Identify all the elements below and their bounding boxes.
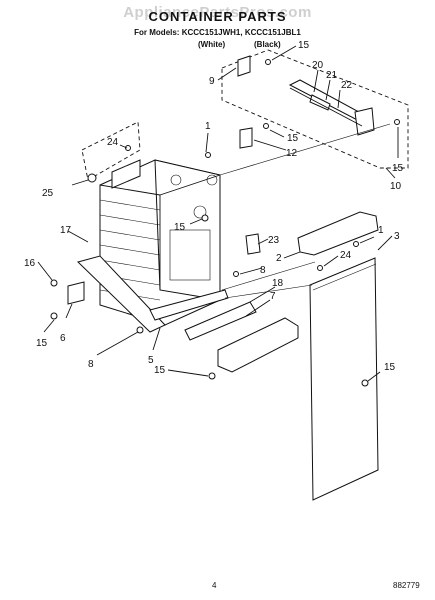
callout-label: 9 xyxy=(209,76,215,87)
lower-handle xyxy=(217,317,299,373)
callout-label: 1 xyxy=(378,225,384,236)
leader-lines xyxy=(37,45,399,382)
callout-label: 3 xyxy=(394,231,400,242)
callout-label: 17 xyxy=(60,225,72,236)
callout-label: 5 xyxy=(148,355,154,366)
callout-label: 15 xyxy=(174,222,186,233)
callout-label: 1 xyxy=(205,121,211,132)
door-handle-top xyxy=(297,211,379,256)
callout-label: 8 xyxy=(260,265,266,276)
callout-label: 15 xyxy=(298,40,310,51)
screws xyxy=(50,59,400,387)
callout-label: 25 xyxy=(42,188,54,199)
variant-black: (Black) xyxy=(254,40,281,49)
callout-label: 21 xyxy=(326,70,338,81)
inset-tank xyxy=(111,159,141,189)
bracket-12 xyxy=(239,127,253,149)
document-number: 882779 xyxy=(393,581,420,590)
block-6 xyxy=(67,281,85,305)
callout-label: 24 xyxy=(340,250,352,261)
callout-label: 15 xyxy=(287,133,299,144)
callout-label: 15 xyxy=(384,362,396,373)
callout-label: 15 xyxy=(392,163,404,174)
callout-label: 22 xyxy=(341,80,353,91)
callout-label: 7 xyxy=(270,291,276,302)
hinge-bracket-assembly xyxy=(237,55,375,136)
callout-label: 18 xyxy=(272,278,284,289)
callout-label: 6 xyxy=(60,333,66,344)
callout-label: 24 xyxy=(107,137,119,148)
callout-label: 15 xyxy=(154,365,166,376)
detail-box-top-right xyxy=(221,49,409,169)
door-panel xyxy=(309,257,379,501)
models-line: For Models: KCCC151JWH1, KCCC151JBL1 xyxy=(134,28,301,37)
callout-label: 8 xyxy=(88,359,94,370)
diagram-title: CONTAINER PARTS xyxy=(148,9,287,24)
lower-trim xyxy=(184,301,257,341)
callout-label: 2 xyxy=(276,253,282,264)
container-frame xyxy=(77,159,229,333)
callout-label: 23 xyxy=(268,235,280,246)
latch-23 xyxy=(245,233,261,255)
variant-white: (White) xyxy=(198,40,226,49)
callout-label: 10 xyxy=(390,181,402,192)
callout-label: 12 xyxy=(286,148,298,159)
page-number: 4 xyxy=(212,581,217,590)
watermark: AppliancePartsPros.com xyxy=(123,4,312,21)
callout-label: 16 xyxy=(24,258,36,269)
callout-label: 15 xyxy=(36,338,48,349)
callout-label: 20 xyxy=(312,60,324,71)
